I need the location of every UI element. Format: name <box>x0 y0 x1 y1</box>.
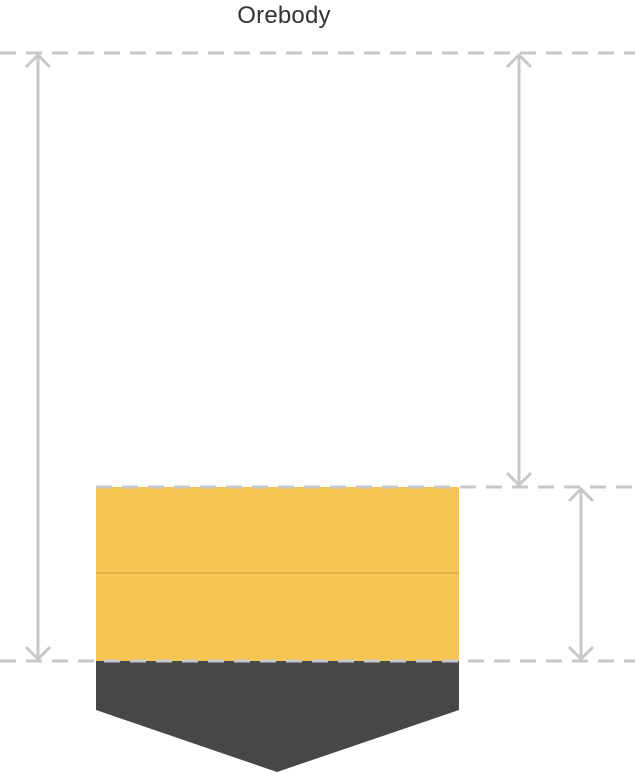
diagram-title: Orebody <box>237 2 331 29</box>
right-lower-arrow <box>567 486 595 662</box>
right-upper-arrow <box>505 52 533 488</box>
orebody-block <box>96 487 459 661</box>
pointed-base-shape <box>96 661 459 772</box>
left-full-height-arrow <box>24 52 52 662</box>
